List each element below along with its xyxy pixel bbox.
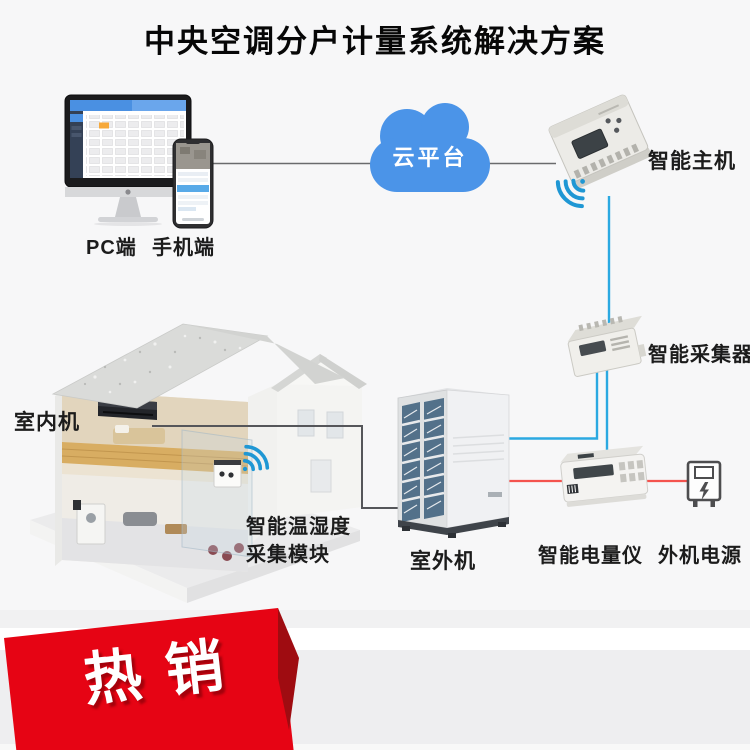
phone-label: 手机端 (152, 237, 215, 259)
outdoor-power-icon (686, 460, 722, 507)
highlighted-cell (99, 122, 109, 129)
outdoor-unit-label: 室外机 (410, 550, 476, 573)
cloud-platform: 云平台 (365, 96, 495, 198)
page-title: 中央空调分户计量系统解决方案 (144, 24, 606, 59)
cloud-icon (370, 103, 490, 192)
grille (401, 398, 445, 522)
temp-module-label-line1: 智能温湿度 (246, 516, 351, 538)
smart-collector-device (567, 315, 647, 377)
house-cutaway-illustration (30, 323, 367, 603)
pc-monitor (64, 94, 192, 226)
apple-logo-icon (125, 189, 131, 195)
collector-label: 智能采集器 (648, 344, 750, 366)
host-label: 智能主机 (648, 150, 736, 173)
wifi-icon-host (555, 178, 586, 209)
power-meter-device (560, 445, 649, 507)
hot-sale-banner: 热销 (0, 598, 345, 750)
cloud-label: 云平台 (392, 145, 468, 170)
roof (51, 323, 345, 409)
hot-sale-ribbon-shape (4, 608, 299, 750)
outdoor-unit-illustration (397, 388, 510, 538)
power-meter-label: 智能电量仪 (538, 545, 643, 567)
smartphone (172, 138, 214, 229)
pc-label: PC端 (86, 237, 137, 259)
outdoor-power-label: 外机电源 (658, 545, 742, 567)
indoor-unit-label: 室内机 (14, 411, 80, 434)
background-band-foot (0, 744, 750, 750)
smart-host-device (548, 94, 652, 189)
temp-module-label-line2: 采集模块 (246, 544, 330, 566)
lightning-bolt-icon (699, 482, 709, 500)
wifi-icon-house (242, 444, 270, 472)
